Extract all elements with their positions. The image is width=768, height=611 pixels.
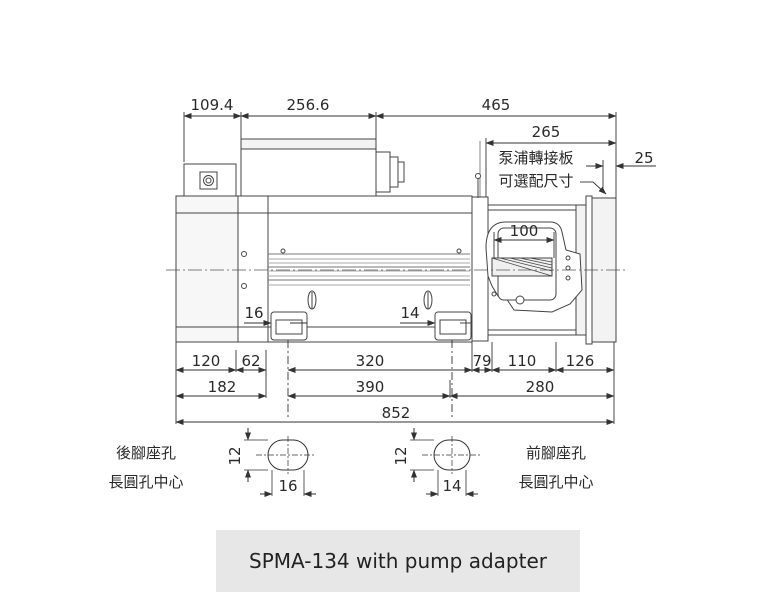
dim-pump-adapter-100: 100 (510, 222, 539, 240)
dim-top-465: 465 (482, 96, 511, 114)
dim-row2-182: 182 (208, 378, 237, 396)
dim-row2-390: 390 (356, 378, 385, 396)
dim-row1-126: 126 (566, 352, 595, 370)
dim-top-109-4: 109.4 (191, 96, 234, 114)
note-front-hole-line1: 前腳座孔 (526, 444, 586, 462)
dim-top-25: 25 (634, 149, 653, 167)
note-rear-hole-line2: 長圓孔中心 (108, 473, 183, 491)
dim-top-265: 265 (532, 123, 561, 141)
dim-front-slot-14: 14 (400, 304, 419, 322)
dim-front-hole-width: 14 (442, 477, 461, 495)
dim-row1-120: 120 (192, 352, 221, 370)
dim-rear-hole-height: 12 (226, 446, 244, 465)
dim-row1-110: 110 (508, 352, 537, 370)
note-front-hole-line2: 長圓孔中心 (518, 473, 593, 491)
caption-panel: SPMA-134 with pump adapter (216, 530, 580, 592)
machine-body (175, 138, 617, 345)
dim-row1-62: 62 (241, 352, 260, 370)
caption-text: SPMA-134 with pump adapter (249, 549, 547, 573)
top-dimension-lines (183, 112, 656, 200)
note-pump-adapter-line1: 泵浦轉接板 (498, 149, 573, 167)
dim-front-hole-height: 12 (392, 446, 410, 465)
dim-row1-320: 320 (356, 352, 385, 370)
dim-row1-79: 79 (472, 352, 491, 370)
bottom-dimension-lines (175, 342, 615, 425)
dim-rear-hole-width: 16 (278, 477, 297, 495)
dim-top-256-6: 256.6 (287, 96, 330, 114)
dim-row2-280: 280 (526, 378, 555, 396)
note-rear-hole-line1: 後腳座孔 (116, 444, 176, 462)
dim-overall-852: 852 (382, 404, 411, 422)
note-pump-adapter-line2: 可選配尺寸 (498, 172, 573, 190)
dim-rear-slot-16: 16 (244, 304, 263, 322)
slot-hole-details (244, 428, 480, 497)
inner-dimension-lines (244, 232, 555, 420)
